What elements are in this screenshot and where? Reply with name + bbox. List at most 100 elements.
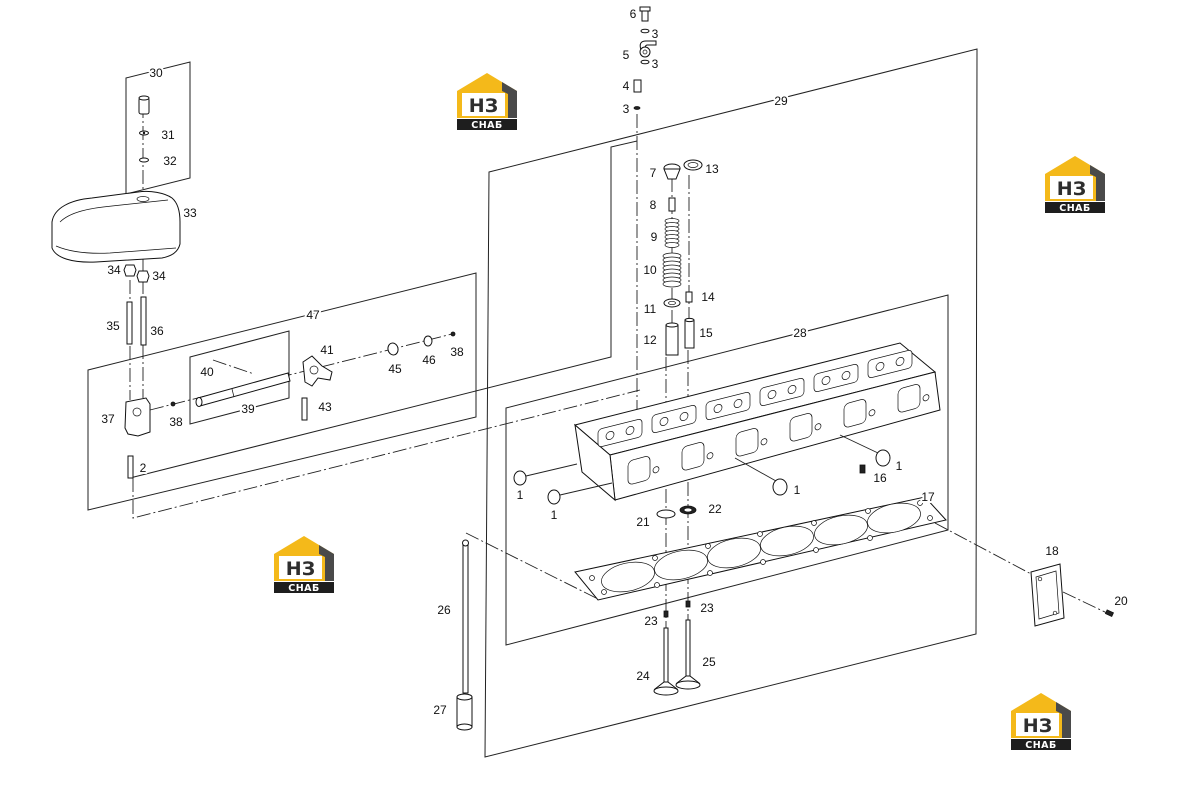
callout-35: 35 [106, 319, 120, 333]
plug-1b [547, 489, 561, 505]
cap-13-inner [687, 162, 699, 168]
logo-shade [319, 545, 334, 581]
valve-guide-15 [684, 319, 695, 349]
logo-shade [1090, 165, 1105, 201]
washer-31-hole [142, 131, 146, 135]
callout-43: 43 [318, 400, 332, 414]
plug-1a [513, 470, 527, 486]
valve-cover-33 [51, 190, 181, 263]
valve-guide-12 [665, 324, 679, 356]
callout-41: 41 [320, 343, 334, 357]
tappet-27-top [456, 693, 473, 701]
leader-plug-c [734, 457, 777, 482]
bolt-20 [1104, 609, 1115, 618]
callout-38: 38 [450, 345, 464, 359]
callout-47: 47 [306, 308, 320, 322]
plug-1c [772, 478, 788, 496]
logo-watermark-3: НЗ СНАБ [274, 536, 334, 594]
frame-28 [505, 294, 949, 646]
callout-4: 4 [623, 79, 630, 93]
callout-23: 23 [644, 614, 658, 628]
pushrod-and-tappet [456, 539, 473, 731]
valve-spring-assembly [662, 159, 703, 356]
logo-mark: НЗ [1023, 715, 1052, 737]
valve-guide-15-top [684, 317, 695, 323]
side-cover [1030, 563, 1115, 627]
callout-15: 15 [699, 326, 713, 340]
callout-5: 5 [623, 48, 630, 62]
callout-25: 25 [702, 655, 716, 669]
plugs [513, 434, 891, 505]
axis-pushrod [465, 532, 597, 599]
logo-bar [274, 582, 334, 593]
logo-name: СНАБ [1059, 203, 1091, 214]
tappet-27-bottom [456, 723, 473, 731]
frame-valve-train [129, 140, 638, 479]
callout-23: 23 [700, 601, 714, 615]
logo-name: СНАБ [288, 583, 320, 594]
nut-34b [136, 270, 150, 283]
valve-guide-12-top [665, 322, 679, 328]
valve-cover-33-edge [55, 245, 177, 254]
logo-shade [1056, 702, 1071, 738]
logo-name: СНАБ [471, 120, 503, 131]
logo-watermark-2: НЗ СНАБ [1045, 156, 1105, 214]
frame-39 [189, 330, 290, 425]
plug-1d [875, 449, 891, 467]
gasket-holes [589, 500, 933, 595]
washer-3a [640, 28, 650, 34]
washer-32 [139, 157, 149, 163]
banjo-fitting-5-hole [642, 49, 648, 55]
seal-22-inner [683, 507, 693, 513]
bolt-6-head [639, 6, 651, 12]
cover-18-hole-a [1037, 576, 1043, 582]
valve-cover-group [51, 95, 181, 346]
part-38b [450, 331, 456, 337]
valves [653, 600, 701, 696]
bracket-37 [124, 397, 151, 437]
callout-14: 14 [701, 290, 715, 304]
valve-24-stem [663, 627, 669, 684]
callout-8: 8 [650, 198, 657, 212]
bracket-37-hole [132, 407, 142, 417]
callout-30: 30 [149, 66, 163, 80]
valve-seals [656, 505, 697, 519]
rocker-shaft-40-end [195, 397, 203, 407]
frame-30 [125, 61, 191, 195]
valve-cover-33-ridge [59, 199, 169, 223]
cap-nut-top [138, 95, 150, 101]
pushrod-26 [462, 542, 469, 694]
logo-bar [457, 119, 517, 130]
callout-20: 20 [1114, 594, 1128, 608]
axis-bolt-20 [1062, 591, 1108, 614]
logo-watermark-1: НЗ СНАБ [457, 73, 517, 131]
rocker-shaft-40-groove [231, 388, 235, 398]
frame-47 [87, 272, 477, 511]
clip-45 [387, 342, 399, 356]
callout-37: 37 [101, 412, 115, 426]
logo-bar [1011, 739, 1071, 750]
callouts: 6 3 5 3 4 3 29 30 31 32 33 34 34 35 36 4… [99, 5, 1130, 719]
callout-29: 29 [774, 94, 788, 108]
callout-33: 33 [183, 206, 197, 220]
cylinder-head [573, 342, 941, 502]
callout-28: 28 [793, 326, 807, 340]
callout-1: 1 [517, 488, 524, 502]
callout-26: 26 [437, 603, 451, 617]
tappet-27 [456, 696, 473, 728]
callout-21: 21 [636, 515, 650, 529]
head-side-ports [627, 384, 930, 485]
callout-22: 22 [708, 502, 722, 516]
top-fittings [633, 6, 657, 110]
head-top-ports [597, 350, 913, 447]
axis-cover-18 [934, 522, 1034, 576]
logo-panel [279, 556, 322, 579]
callout-18: 18 [1045, 544, 1059, 558]
logo-mark: НЗ [1057, 178, 1086, 200]
callout-13: 13 [705, 162, 719, 176]
callout-3: 3 [623, 102, 630, 116]
washer-46 [423, 335, 433, 347]
rocker-arm-41-hole [309, 365, 319, 375]
part-38a [170, 401, 176, 407]
leader-plug-a [525, 463, 578, 477]
